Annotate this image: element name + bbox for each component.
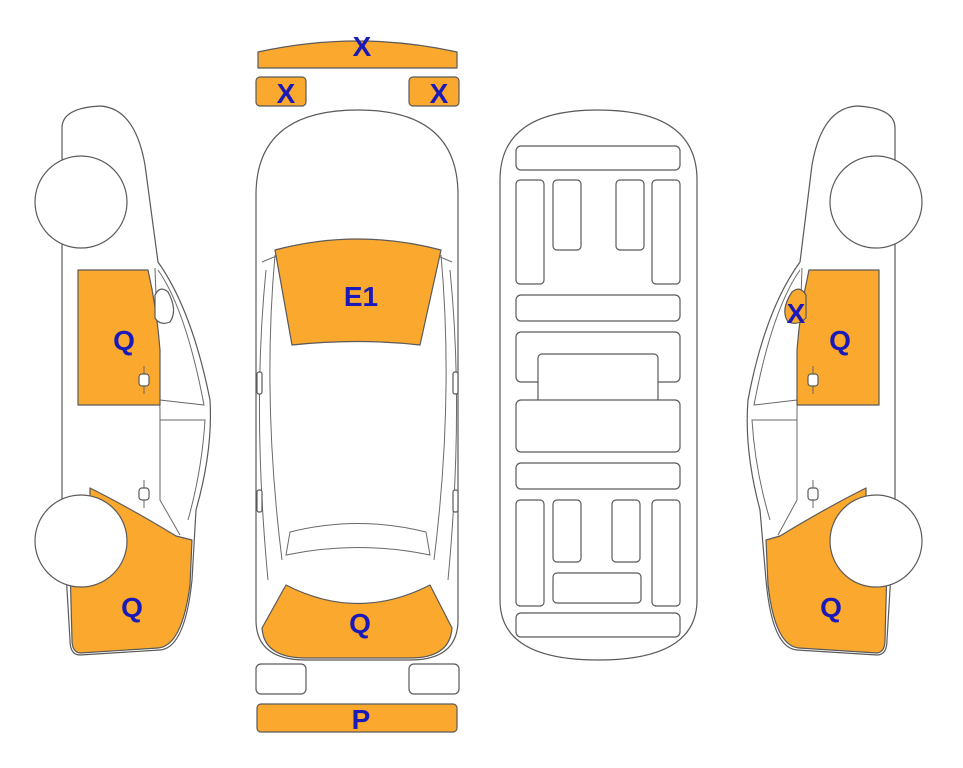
right-front-wheel	[829, 155, 923, 249]
code-right-front-door: Q	[829, 325, 851, 356]
left-side-line	[269, 254, 283, 561]
front-right-lamp-panel[interactable]	[408, 76, 460, 107]
left-rear-wheel	[34, 494, 128, 588]
top-view-body	[255, 109, 459, 661]
code-front-left-lamp: X	[277, 78, 296, 109]
code-left-rear-quarter: Q	[121, 592, 143, 623]
underbody-part	[615, 179, 645, 251]
rear-area-panel[interactable]	[261, 584, 453, 659]
left-mirror-top	[256, 371, 263, 395]
underbody-part	[515, 462, 681, 490]
windshield-panel[interactable]	[274, 238, 442, 346]
right-side-line-2	[447, 269, 458, 581]
underbody-part	[611, 499, 641, 563]
right-side-line	[433, 254, 447, 561]
right-window-line	[753, 269, 801, 406]
right-mirror-top	[452, 371, 459, 395]
left-door-handle	[138, 366, 150, 394]
underbody-part	[515, 294, 681, 322]
code-right-rear-quarter: Q	[820, 592, 842, 623]
underbody-part	[515, 612, 681, 638]
underbody-part	[515, 499, 545, 607]
left-window-line	[157, 269, 205, 406]
underbody-part	[515, 399, 681, 453]
underbody-part	[515, 179, 545, 285]
code-windshield: E1	[344, 281, 378, 312]
right-handle-top	[452, 489, 459, 513]
left-side-view	[34, 105, 212, 656]
top-view	[255, 40, 460, 733]
right-rear-wheel	[829, 494, 923, 588]
rear-right-lamp	[408, 663, 460, 695]
front-left-lamp-panel[interactable]	[255, 76, 307, 107]
left-mirror-side	[154, 288, 175, 324]
code-rear-bumper: P	[352, 704, 371, 735]
code-roof-bar: X	[353, 31, 372, 62]
left-window-line-2	[160, 419, 206, 521]
underbody-part	[515, 145, 681, 171]
underbody-part	[552, 499, 582, 563]
left-door-handle-rear	[138, 480, 150, 508]
right-mirror-panel[interactable]	[784, 288, 807, 324]
right-side-view	[746, 105, 923, 656]
underbody-part	[651, 499, 681, 607]
right-window-line-2	[751, 419, 797, 521]
left-front-wheel	[34, 155, 128, 249]
underbody-view	[499, 109, 698, 661]
code-rear-area: Q	[349, 608, 371, 639]
right-door-handle-rear	[807, 480, 819, 508]
rear-left-lamp	[255, 663, 307, 695]
right-door-handle	[807, 366, 819, 394]
underbody-part	[552, 179, 582, 251]
underbody-part	[651, 179, 681, 285]
rear-bumper-panel[interactable]	[256, 703, 458, 733]
damage-codes: X X X E1 Q P Q Q X Q Q	[113, 31, 851, 735]
underbody-part	[552, 572, 642, 604]
rear-window-line	[285, 523, 431, 556]
roof-bar-panel[interactable]	[257, 40, 458, 69]
left-side-line-2	[258, 269, 269, 581]
left-handle-top	[256, 489, 263, 513]
code-front-right-lamp: X	[430, 78, 449, 109]
code-right-mirror: X	[787, 298, 806, 329]
code-left-front-door: Q	[113, 325, 135, 356]
